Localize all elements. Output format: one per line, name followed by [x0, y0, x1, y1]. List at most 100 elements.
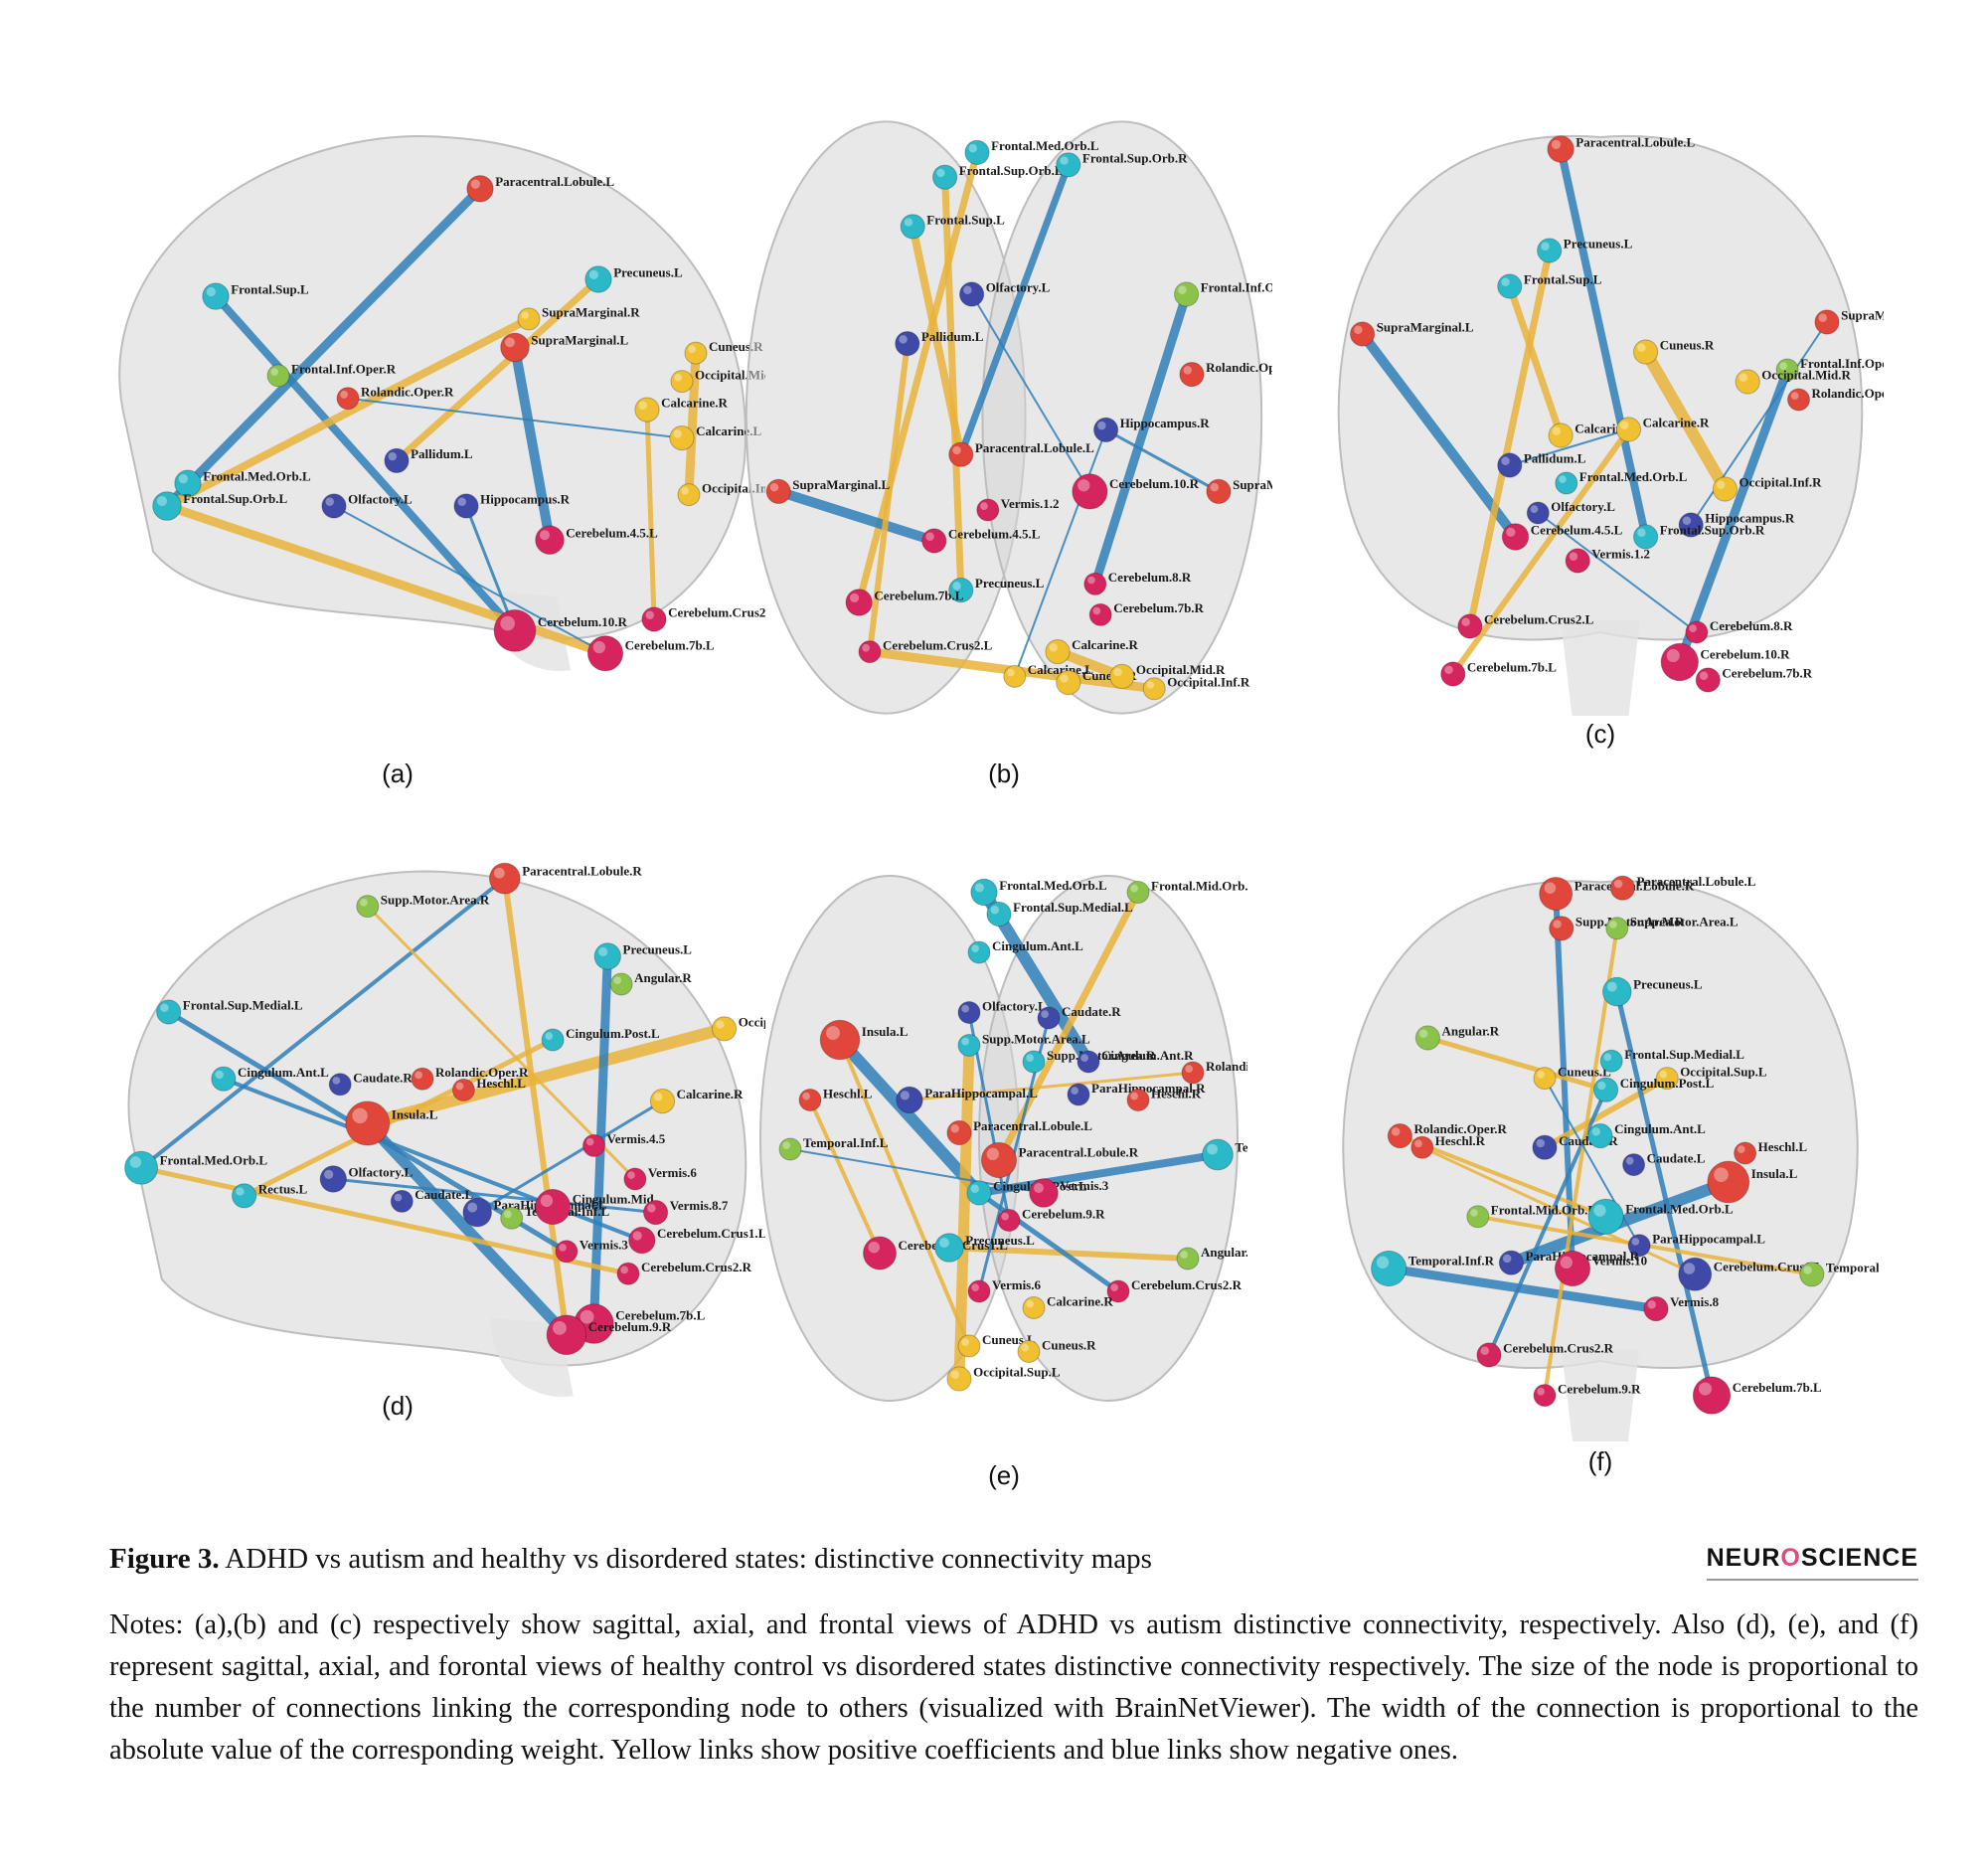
- node-highlight: [325, 497, 335, 507]
- node-highlight: [1551, 139, 1562, 149]
- brain-outline: [127, 870, 747, 1398]
- node-highlight: [1418, 1029, 1428, 1038]
- brain-node: [1056, 152, 1081, 178]
- node-highlight: [1060, 156, 1069, 165]
- node-highlight: [1502, 1254, 1512, 1264]
- brain-node: [1142, 677, 1166, 701]
- node-label: Temporal.Inf.L: [803, 1135, 889, 1150]
- brain-node: [1615, 417, 1642, 442]
- node-label: Olfactory.L: [349, 1164, 414, 1179]
- brain-node: [546, 1314, 587, 1356]
- node-label: Cerebelum.7b.L: [625, 638, 715, 653]
- connection-negative: [331, 1177, 658, 1215]
- brain-node: [1387, 1123, 1413, 1149]
- connection-negative: [773, 486, 939, 546]
- node-label: Angular.R: [1442, 1024, 1500, 1039]
- node-label: SupraMarginal.L: [792, 477, 890, 492]
- brain-node: [970, 878, 998, 907]
- brain-node: [328, 1073, 352, 1097]
- node-label: Cerebelum.Crus2.L: [1484, 612, 1594, 627]
- connection-negative: [464, 504, 517, 632]
- node-label: SupraMarginal.R: [542, 305, 640, 320]
- figure-title: ADHD vs autism and healthy vs disordered…: [225, 1543, 1152, 1575]
- node-label: Cerebelum.Crus2.R: [641, 1260, 752, 1274]
- brain-node: [1735, 369, 1760, 395]
- brain-node: [1633, 339, 1659, 365]
- node-label: Cerebelum.Crus1.L: [657, 1226, 765, 1241]
- node-label: Occipital.Inf.R: [1740, 475, 1823, 490]
- brain-node: [712, 1016, 738, 1042]
- node-highlight: [1666, 648, 1680, 663]
- node-label: Occipital.Mid.R: [1136, 662, 1226, 677]
- node-highlight: [900, 1091, 910, 1100]
- brain-node: [1414, 1025, 1441, 1051]
- connection-negative: [1537, 512, 1698, 633]
- node-label: Pallidum.L: [921, 329, 984, 344]
- brain-node: [946, 1366, 972, 1392]
- brain-node: [462, 1197, 493, 1228]
- node-highlight: [1376, 1256, 1390, 1268]
- node-highlight: [455, 1082, 464, 1091]
- brain-node: [1083, 572, 1107, 595]
- node-label: SupraMarginal.L: [531, 333, 628, 348]
- brain-node: [986, 901, 1012, 928]
- node-highlight: [968, 143, 977, 153]
- node-label: Olfactory.L: [1551, 499, 1615, 514]
- node-label: Insula.L: [392, 1107, 438, 1122]
- brain-node: [1734, 1141, 1757, 1165]
- brain-node: [1003, 664, 1027, 688]
- node-label: Calcarine.L: [1028, 662, 1093, 677]
- node-highlight: [1609, 921, 1617, 929]
- node-label: Cerebelum.9.R: [588, 1319, 672, 1334]
- node-highlight: [394, 1193, 403, 1202]
- connection-positive: [1542, 1075, 1671, 1151]
- node-highlight: [352, 1107, 368, 1123]
- node-highlight: [620, 1266, 629, 1274]
- node-label: Hippocampus.R: [1120, 416, 1211, 430]
- brain-node: [1537, 238, 1563, 263]
- node-label: Vermis.3: [1060, 1178, 1108, 1193]
- node-highlight: [539, 530, 550, 541]
- brain-node: [959, 281, 985, 307]
- node-label: Hippocampus.R: [1705, 511, 1795, 526]
- node-highlight: [1470, 1209, 1478, 1217]
- brain-node: [1181, 1061, 1205, 1085]
- node-highlight: [215, 1070, 224, 1080]
- brain-node: [411, 1067, 434, 1091]
- node-highlight: [899, 335, 908, 344]
- node-highlight: [638, 401, 647, 411]
- brain-node: [517, 307, 541, 331]
- node-highlight: [1790, 392, 1799, 400]
- connection-negative: [1675, 365, 1792, 667]
- node-label: Frontal.Sup.L: [1524, 272, 1602, 287]
- node-label: Paracentral.Lobule.L: [1575, 134, 1695, 149]
- brain-node: [616, 1262, 640, 1285]
- node-label: Hippocampus.R: [480, 492, 571, 507]
- node-highlight: [332, 1077, 341, 1085]
- connection-negative: [834, 1034, 985, 1199]
- node-label: Calcarine.R: [1643, 416, 1710, 430]
- node-label: Vermis.6: [648, 1165, 697, 1180]
- node-highlight: [952, 582, 961, 591]
- node-highlight: [1541, 242, 1550, 251]
- brain-node: [1106, 1279, 1130, 1303]
- node-highlight: [1033, 1182, 1044, 1193]
- brain-node: [684, 341, 708, 365]
- node-label: Cerebelum.4.5.L: [1531, 522, 1623, 537]
- brain-node: [1476, 1342, 1502, 1368]
- node-label: Cerebelum.10.R: [538, 614, 628, 629]
- node-highlight: [1180, 1251, 1188, 1259]
- connection-positive: [995, 889, 1142, 1164]
- node-highlight: [598, 946, 608, 956]
- brain-node: [948, 441, 974, 467]
- panel-label-c: (c): [1584, 719, 1616, 749]
- node-highlight: [1606, 981, 1617, 992]
- brain-node: [1565, 548, 1590, 574]
- node-label: Precuneus.L: [623, 941, 693, 956]
- brain-node: [582, 1133, 605, 1157]
- node-label: Cerebelum.10.R: [1701, 646, 1791, 661]
- brain-node: [211, 1066, 237, 1092]
- node-highlight: [1683, 1263, 1696, 1274]
- brain-node: [1707, 1160, 1750, 1204]
